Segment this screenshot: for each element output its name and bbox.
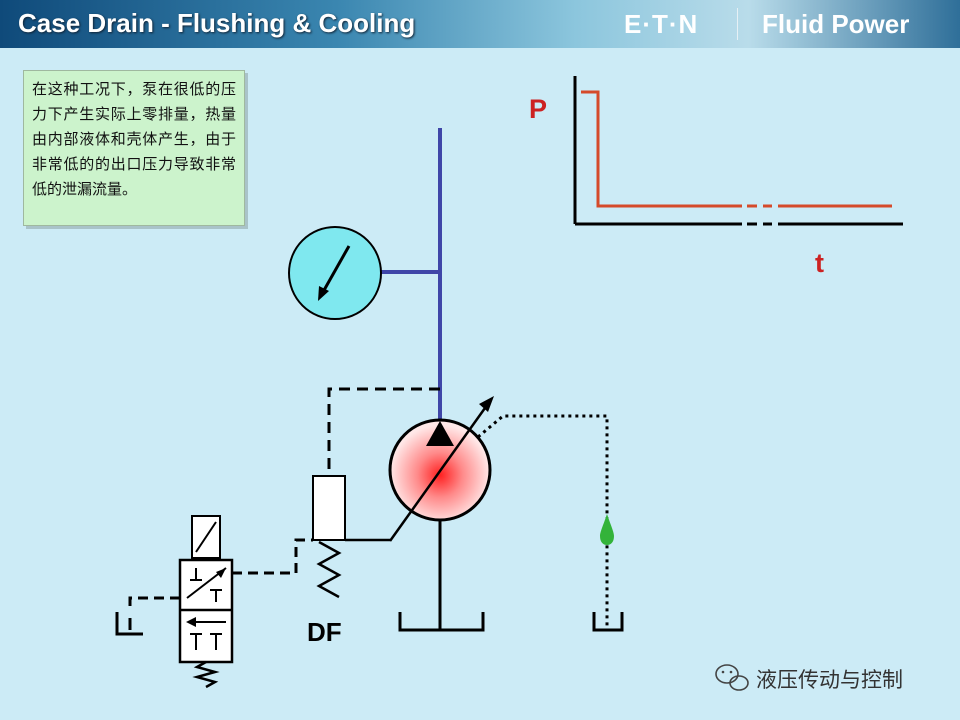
- wechat-icon: [715, 664, 749, 691]
- header-divider: [737, 8, 738, 40]
- watermark-text: 液压传动与控制: [756, 668, 903, 692]
- valve-spring: [192, 660, 220, 689]
- compensator-spring: [316, 540, 342, 599]
- compensator-spool: [312, 475, 346, 541]
- valve-drain-tank: [115, 612, 143, 636]
- x-axis-label: t: [815, 248, 824, 278]
- variable-pump: [388, 396, 494, 542]
- explanation-note: 在这种工况下，泵在很低的压力下产生实际上零排量，热量由内部液体和壳体产生，由于非…: [23, 70, 245, 226]
- eaton-logo: E·T·N: [624, 9, 699, 39]
- pressure-curve: [581, 90, 742, 208]
- valve-pilot-line: [232, 538, 313, 575]
- reservoir-tank: [398, 612, 485, 632]
- header-bar: Case Drain - Flushing & Cooling E·T·N Fl…: [0, 0, 960, 48]
- df-label: DF: [307, 617, 342, 647]
- solenoid-valve: [178, 515, 234, 689]
- gauge-needle: [321, 245, 351, 293]
- watermark: 液压传动与控制: [712, 664, 903, 694]
- page-title: Case Drain - Flushing & Cooling: [18, 8, 416, 38]
- pilot-line: [327, 387, 440, 476]
- case-drain-line: [477, 414, 609, 628]
- pump-variable-arrowhead: [479, 396, 494, 412]
- header-tagline: Fluid Power: [762, 9, 910, 39]
- gauge-needle-arrow: [318, 286, 329, 301]
- pressure-gauge: [288, 226, 382, 320]
- y-axis-label: P: [529, 94, 547, 124]
- pump-variable-arrow: [388, 400, 492, 542]
- pump-outlet-arrow: [426, 421, 454, 446]
- drain-tank: [592, 612, 624, 632]
- oil-drop-icon: [600, 514, 614, 545]
- pressure-time-graph: P t: [529, 76, 903, 278]
- valve-drain-line: [128, 596, 180, 612]
